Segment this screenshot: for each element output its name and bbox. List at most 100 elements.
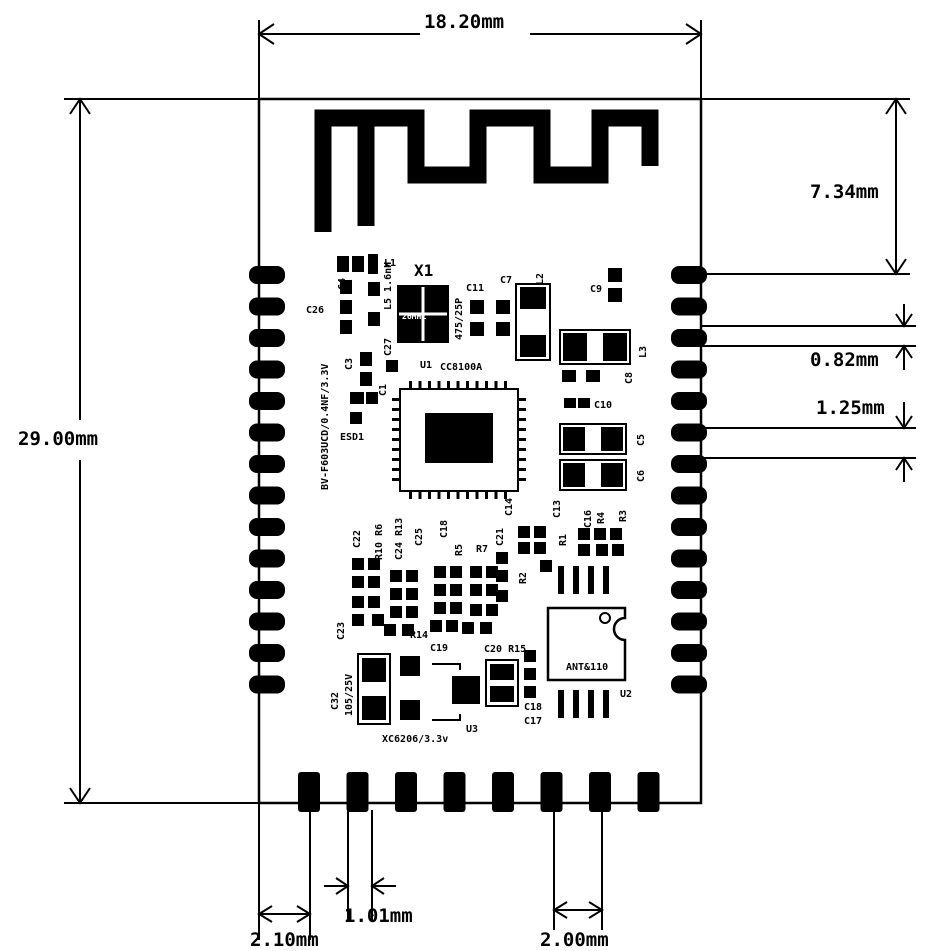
c3-label: C3 (344, 358, 355, 370)
smd-part (406, 570, 418, 582)
dimension-lines (64, 20, 916, 940)
smd-part (540, 560, 552, 572)
c32-value-label: 105/25V (344, 674, 355, 716)
ic-pin (456, 491, 460, 499)
smd-part (486, 566, 498, 578)
ic-pin (518, 448, 526, 451)
ic-pin (418, 491, 422, 499)
upper-middle-components (470, 268, 622, 361)
ic-pin (392, 418, 400, 421)
c18b-label: C18 (524, 702, 542, 713)
smd-part (352, 576, 364, 588)
left-pad (249, 486, 285, 505)
ic-pin (447, 491, 450, 499)
bottom-pad (492, 772, 514, 812)
bottom-pad (395, 772, 417, 812)
bottom-pad (346, 772, 369, 812)
board-outline (257, 97, 703, 805)
smd-part (486, 584, 498, 596)
ic-pin (447, 381, 450, 389)
smd-part (352, 596, 364, 608)
smd-part (496, 570, 508, 582)
ic-pin (409, 491, 412, 499)
r3-label: R3 (618, 510, 629, 522)
r5-label: R5 (454, 544, 465, 556)
ic-pin (409, 381, 412, 389)
l5-label: L5 1.6nH (383, 262, 394, 310)
ic-pin (518, 438, 526, 441)
smd-part (368, 558, 380, 570)
lower-passive-cluster (352, 526, 624, 636)
smd-part (450, 584, 462, 596)
bottom-pad (589, 772, 611, 812)
ic-u1-pad (425, 413, 493, 463)
smd-part (368, 596, 380, 608)
ic-pin (518, 418, 526, 421)
c24-label: C24 R13 (394, 518, 405, 560)
ic-pin (518, 398, 526, 401)
ic-pin (466, 381, 469, 389)
left-pad (249, 455, 285, 473)
antenna-height-dimension: 7.34mm (810, 181, 879, 203)
left-pad (249, 329, 285, 347)
width-dimension: 18.20mm (424, 11, 504, 33)
c25-label: C25 (414, 528, 425, 546)
c11-label: C11 (466, 283, 484, 294)
crystal-freq-label: 26MHZ (402, 312, 426, 321)
c10-label: C10 (594, 400, 612, 411)
ic-pin (392, 428, 400, 431)
ic-pin (437, 491, 441, 499)
left-pad (249, 297, 285, 316)
smd-part (352, 614, 364, 626)
smd-part (434, 602, 446, 614)
right-pad (671, 423, 707, 442)
pcb-antenna-trace (314, 109, 659, 232)
right-pad (671, 360, 707, 379)
ic-pin (456, 381, 460, 389)
right-pad (671, 329, 707, 347)
c20-label: C20 R15 (484, 644, 526, 655)
ic-pin (392, 438, 400, 441)
bottom-pad (298, 772, 320, 812)
ic-pin (437, 381, 441, 389)
right-pad (671, 644, 707, 662)
ic-pin (485, 491, 488, 499)
right-pad (671, 581, 707, 599)
c9-label: C9 (590, 284, 602, 295)
smd-part (450, 566, 462, 578)
ic-pin (518, 408, 526, 411)
smd-part (470, 566, 482, 578)
right-pad (671, 266, 707, 284)
left-pad-row (249, 266, 285, 694)
l3-label: L3 (638, 346, 649, 358)
smd-part (496, 552, 508, 564)
smd-part (434, 584, 446, 596)
regulator-label: XC6206/3.3v (382, 734, 448, 745)
c13-label: C13 (552, 500, 563, 518)
right-pad (671, 518, 707, 536)
smd-part (434, 566, 446, 578)
r14-label: R14 (410, 630, 428, 641)
ic-pin (518, 478, 526, 481)
c26-label: C26 (306, 305, 324, 316)
smd-part (612, 544, 624, 556)
height-dimension: 29.00mm (18, 428, 98, 450)
smd-part (578, 544, 590, 556)
smd-part (486, 604, 498, 616)
ic-pin (392, 448, 400, 451)
r2-label: R2 (518, 572, 529, 584)
left-pad (249, 518, 285, 536)
smd-part (450, 602, 462, 614)
smd-part (462, 622, 474, 634)
ic-pin (518, 468, 526, 471)
smd-part (384, 624, 396, 636)
smd-part (496, 590, 508, 602)
smd-part (596, 544, 608, 556)
u2-label: U2 (620, 689, 632, 700)
c18-label: C18 (439, 520, 450, 538)
left-pad (249, 581, 285, 599)
c16-label: C16 (583, 510, 594, 528)
bottom-pad (540, 772, 563, 812)
smd-part (610, 528, 622, 540)
c4-label: C4 (337, 278, 348, 290)
